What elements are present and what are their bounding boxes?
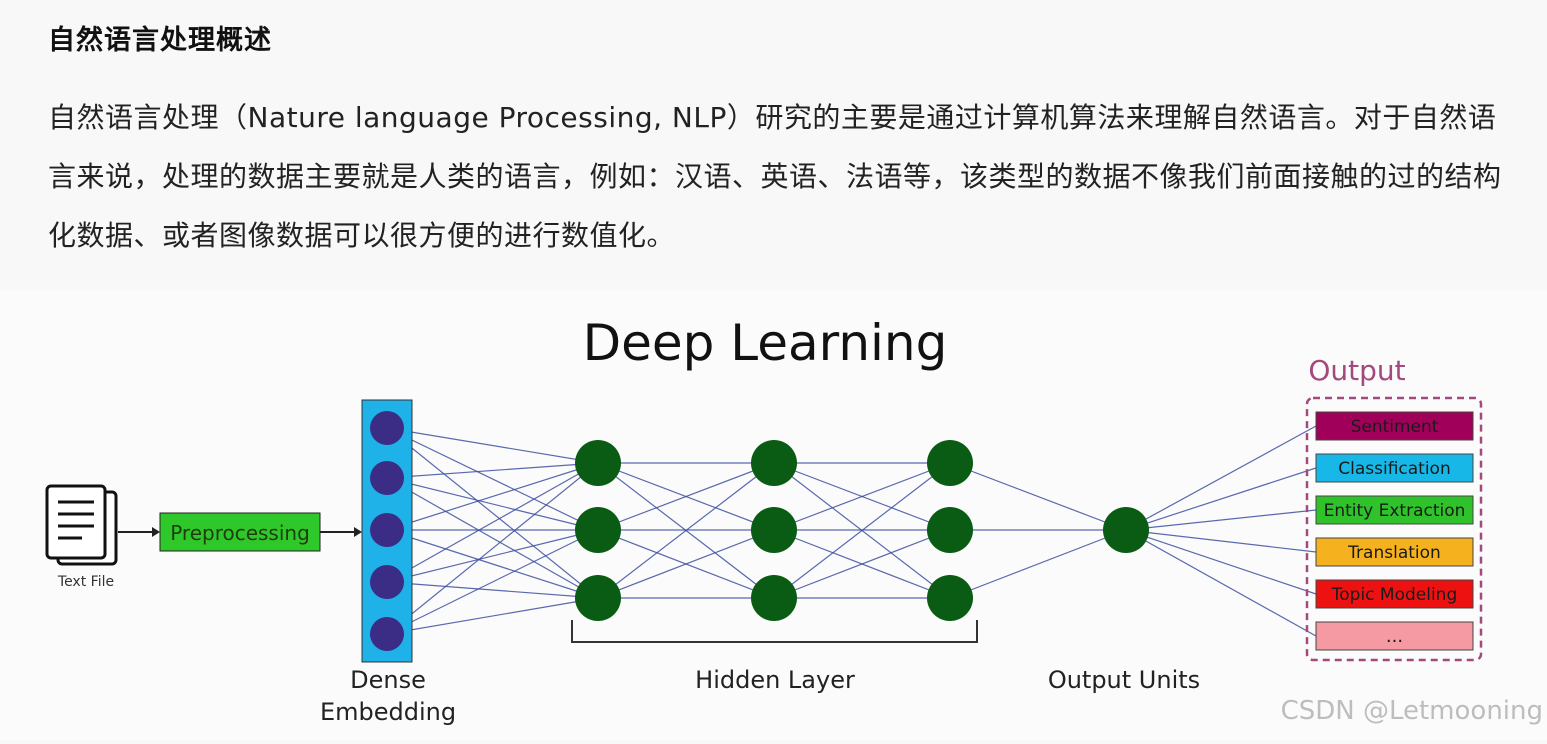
hidden-node xyxy=(927,507,973,553)
output-frame xyxy=(1305,396,1483,662)
intro-paragraph: 自然语言处理（Nature language Processing, NLP）研… xyxy=(48,101,1502,252)
section-heading: 自然语言处理概述 xyxy=(48,25,272,56)
hidden-node xyxy=(751,507,797,553)
arrow-head xyxy=(354,527,362,537)
output-box-label: Translation xyxy=(1347,543,1441,563)
network-edge xyxy=(597,462,775,599)
embedding-node xyxy=(370,411,404,445)
network-edge xyxy=(386,477,599,599)
output-box xyxy=(1315,495,1474,525)
hidden-node xyxy=(575,507,621,553)
output-box-label: Entity Extraction xyxy=(1324,501,1466,521)
output-box-label: ... xyxy=(1386,626,1403,647)
embedding-node xyxy=(370,513,404,547)
embedding-node xyxy=(370,461,404,495)
output-box xyxy=(1315,579,1474,609)
output-unit-node xyxy=(1103,507,1149,553)
network-edge xyxy=(773,529,951,599)
hidden-node xyxy=(751,440,797,486)
hidden-layer-label: Hidden Layer xyxy=(695,666,855,694)
nlp-pipeline-diagram: Deep Learning Text File Preprocessing De… xyxy=(45,314,1483,726)
output-units-label: Output Units xyxy=(1048,666,1200,694)
dense-label-line1: Dense xyxy=(350,666,426,694)
embedding-node xyxy=(370,565,404,599)
hidden-node xyxy=(927,575,973,621)
arrow-head xyxy=(152,527,160,537)
network-edge xyxy=(597,529,775,599)
text-file-label: Text File xyxy=(57,574,114,590)
network-edge xyxy=(949,529,1127,599)
hidden-node xyxy=(575,575,621,621)
network-edge xyxy=(1125,467,1317,531)
network-edge xyxy=(773,462,951,531)
watermark: CSDN @Letmooning xyxy=(1280,696,1543,726)
network-edge xyxy=(1125,529,1317,637)
preprocessing-label: Preprocessing xyxy=(170,521,310,545)
network-edge xyxy=(773,462,951,599)
output-box-label: Classification xyxy=(1338,459,1450,479)
network-edge xyxy=(386,427,599,464)
embedding-node xyxy=(370,617,404,651)
dense-label-line2: Embedding xyxy=(320,698,456,726)
output-title: Output xyxy=(1308,354,1405,387)
network-edge xyxy=(1125,529,1317,595)
network-edge xyxy=(1125,509,1317,531)
output-box-label: Sentiment xyxy=(1351,417,1439,437)
hidden-node xyxy=(751,575,797,621)
network-edge xyxy=(386,427,599,531)
text-file-icon xyxy=(45,484,118,566)
network-edge xyxy=(386,529,599,599)
network-edge xyxy=(597,462,775,531)
embedding-nodes xyxy=(370,411,404,651)
hidden-layer-nodes xyxy=(575,440,973,621)
output-box xyxy=(1315,453,1474,483)
network-edge xyxy=(386,529,599,583)
deep-learning-figure: Deep Learning Text File Preprocessing De… xyxy=(0,290,1547,740)
output-box xyxy=(1315,537,1474,567)
network-edge xyxy=(386,462,599,531)
network-edge xyxy=(386,462,599,583)
network-edge xyxy=(386,597,599,635)
network-edge xyxy=(1125,425,1317,531)
network-edge xyxy=(386,427,599,599)
network-edges xyxy=(386,425,1317,637)
output-box-label: Topic Modeling xyxy=(1331,585,1458,605)
network-edge xyxy=(386,529,599,635)
network-edge xyxy=(386,581,599,599)
network-edge xyxy=(1125,529,1317,553)
network-edge xyxy=(386,462,599,479)
network-edge xyxy=(386,477,599,531)
diagram-title: Deep Learning xyxy=(583,314,948,372)
preprocessing-box xyxy=(159,512,321,552)
output-box xyxy=(1315,621,1474,651)
hidden-node xyxy=(927,440,973,486)
network-edge xyxy=(386,462,599,635)
hidden-node xyxy=(575,440,621,486)
output-box xyxy=(1315,411,1474,441)
network-edge xyxy=(949,462,1127,531)
hidden-layer-bracket xyxy=(571,620,978,643)
